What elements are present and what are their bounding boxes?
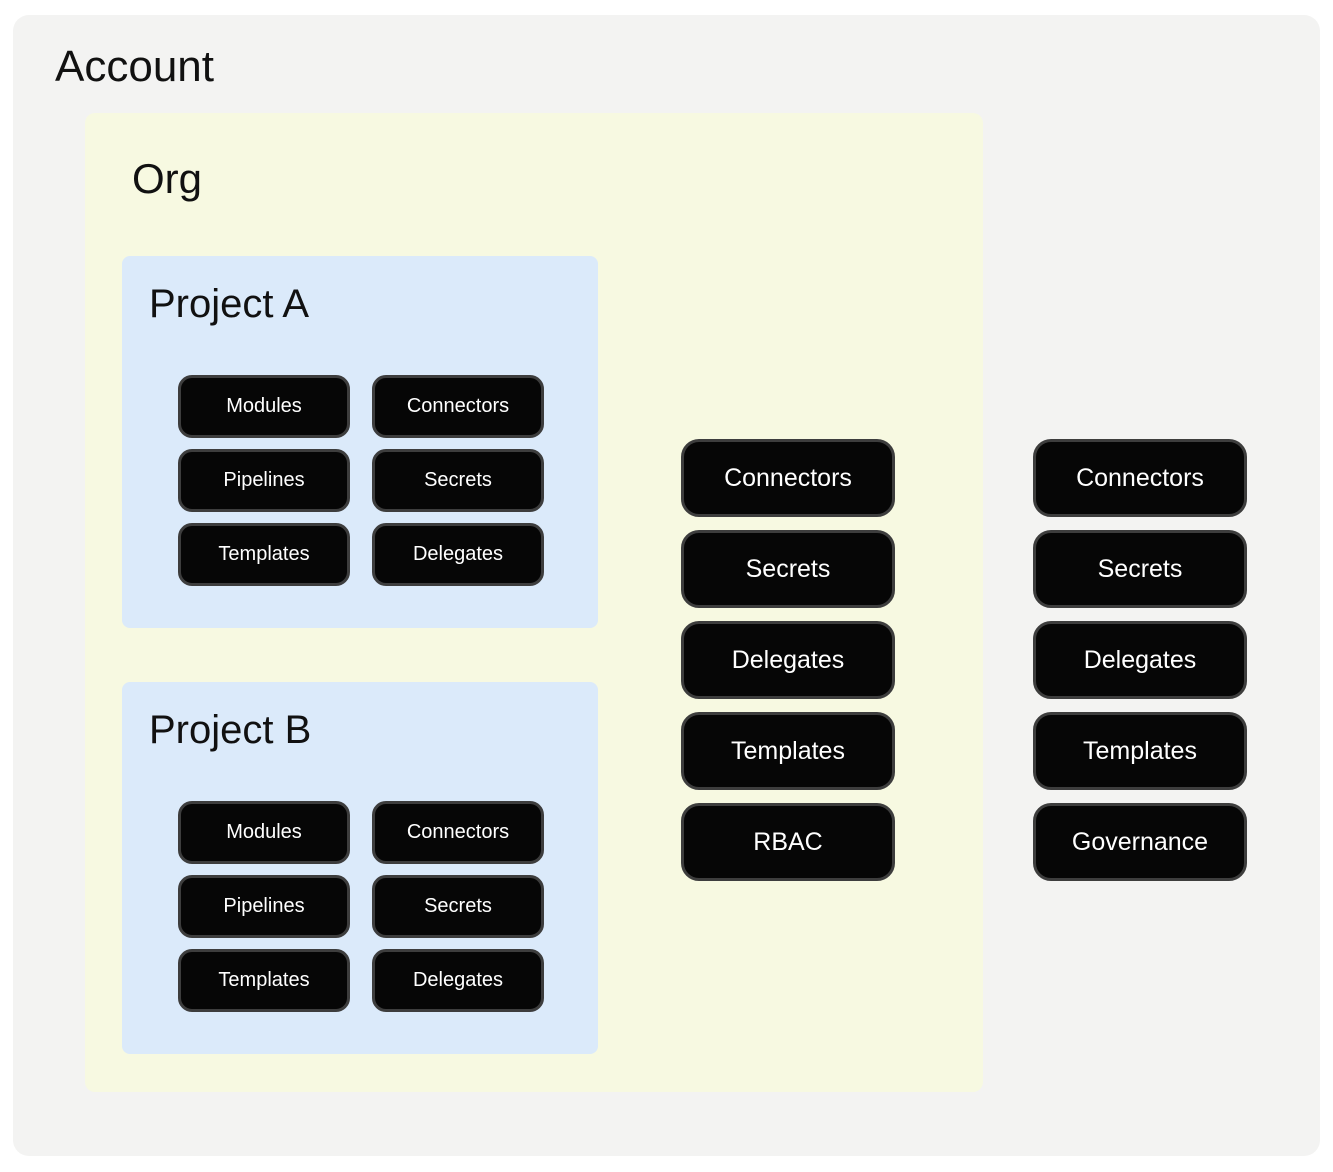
org-templates-pill[interactable]: Templates [681,712,895,790]
org-title: Org [132,155,203,202]
project-b-pipelines-pill[interactable]: Pipelines [178,875,350,938]
account-connectors-pill[interactable]: Connectors [1033,439,1247,517]
project-b-secrets-pill[interactable]: Secrets [372,875,544,938]
project-a-container: Project A Modules Connectors Pipelines S… [122,256,598,628]
project-a-delegates-pill[interactable]: Delegates [372,523,544,586]
project-a-templates-pill[interactable]: Templates [178,523,350,586]
project-b-resource-grid: Modules Connectors Pipelines Secrets Tem… [178,801,544,1012]
project-a-connectors-pill[interactable]: Connectors [372,375,544,438]
project-b-container: Project B Modules Connectors Pipelines S… [122,682,598,1054]
project-b-connectors-pill[interactable]: Connectors [372,801,544,864]
project-a-resource-grid: Modules Connectors Pipelines Secrets Tem… [178,375,544,586]
account-secrets-pill[interactable]: Secrets [1033,530,1247,608]
org-connectors-pill[interactable]: Connectors [681,439,895,517]
project-b-title: Project B [149,708,312,752]
project-a-modules-pill[interactable]: Modules [178,375,350,438]
account-governance-pill[interactable]: Governance [1033,803,1247,881]
account-container: Account Org Project A Modules Connectors… [13,15,1320,1156]
project-b-delegates-pill[interactable]: Delegates [372,949,544,1012]
org-rbac-pill[interactable]: RBAC [681,803,895,881]
account-title: Account [55,42,214,91]
project-a-pipelines-pill[interactable]: Pipelines [178,449,350,512]
project-b-templates-pill[interactable]: Templates [178,949,350,1012]
account-delegates-pill[interactable]: Delegates [1033,621,1247,699]
org-resource-column: Connectors Secrets Delegates Templates R… [681,439,895,881]
org-secrets-pill[interactable]: Secrets [681,530,895,608]
org-delegates-pill[interactable]: Delegates [681,621,895,699]
project-a-secrets-pill[interactable]: Secrets [372,449,544,512]
project-a-title: Project A [149,282,310,326]
account-resource-column: Connectors Secrets Delegates Templates G… [1033,439,1247,881]
account-templates-pill[interactable]: Templates [1033,712,1247,790]
org-container: Org Project A Modules Connectors Pipelin… [85,113,983,1092]
project-b-modules-pill[interactable]: Modules [178,801,350,864]
